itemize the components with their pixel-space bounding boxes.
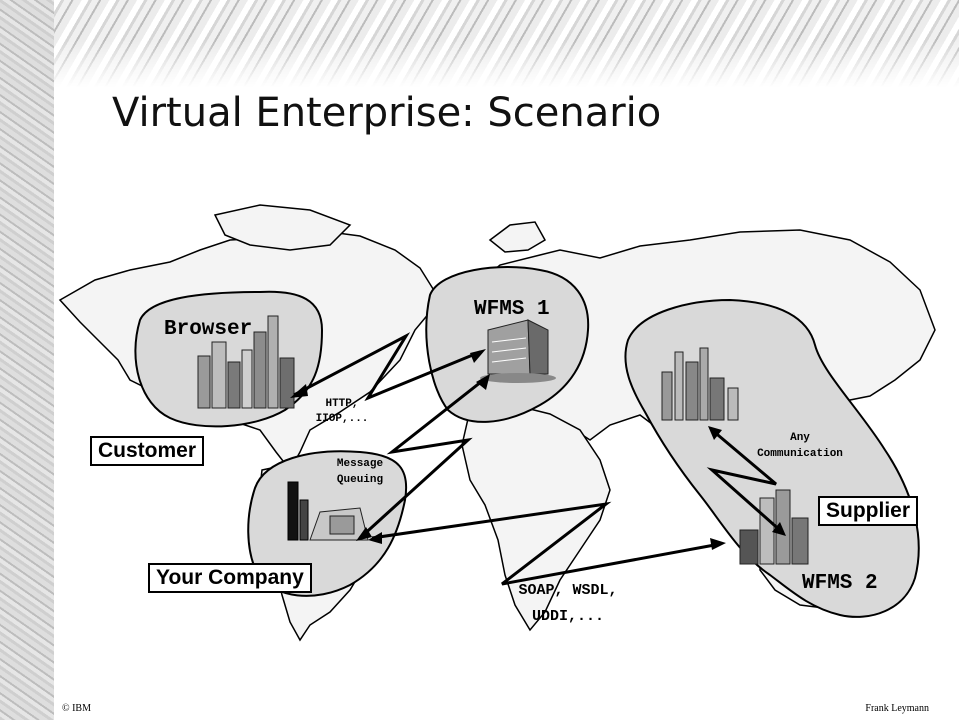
footer-author: Frank Leymann — [865, 703, 929, 714]
browser-label: Browser — [164, 318, 252, 341]
http-connection — [293, 332, 481, 402]
wfms2-building-icon — [739, 489, 809, 565]
wfms1-building-icon — [480, 319, 556, 383]
mq-connection — [358, 376, 487, 540]
scandinavia-outline — [488, 221, 547, 253]
any-label-line-2: Communication — [757, 448, 843, 460]
soap-label-line-2: UDDI,... — [532, 608, 604, 625]
footer-copyright: © IBM — [62, 703, 91, 714]
supplier-box-label: Supplier — [818, 496, 919, 526]
company-building-icon — [287, 481, 369, 541]
customer-box-label: Customer — [90, 436, 205, 466]
soap-label-line-1: SOAP, WSDL, — [518, 582, 617, 599]
decorative-left-strip — [0, 0, 54, 720]
greenland-outline — [213, 204, 352, 251]
header-band-fade — [54, 40, 959, 96]
wfms2-label: WFMS 2 — [802, 572, 878, 595]
supplier-region — [624, 298, 920, 618]
mq-label-line-1: Message — [337, 458, 384, 470]
supplier-plant-icon — [661, 347, 739, 421]
arrowheads — [290, 349, 786, 550]
africa-outline — [461, 403, 611, 632]
your-company-box-label: Your Company — [148, 563, 312, 593]
soap-connection — [371, 501, 721, 586]
connections — [293, 332, 783, 586]
browser-building-icon — [197, 315, 295, 409]
any-connection — [706, 428, 783, 534]
any-label-line-1: Any — [790, 432, 810, 444]
wfms1-label: WFMS 1 — [474, 298, 550, 321]
http-label-line-1: HTTP, — [325, 398, 358, 410]
slide-title: Virtual Enterprise: Scenario — [112, 90, 662, 136]
mq-label-line-2: Queuing — [337, 474, 383, 486]
http-label-line-2: IIOP,... — [316, 413, 369, 425]
